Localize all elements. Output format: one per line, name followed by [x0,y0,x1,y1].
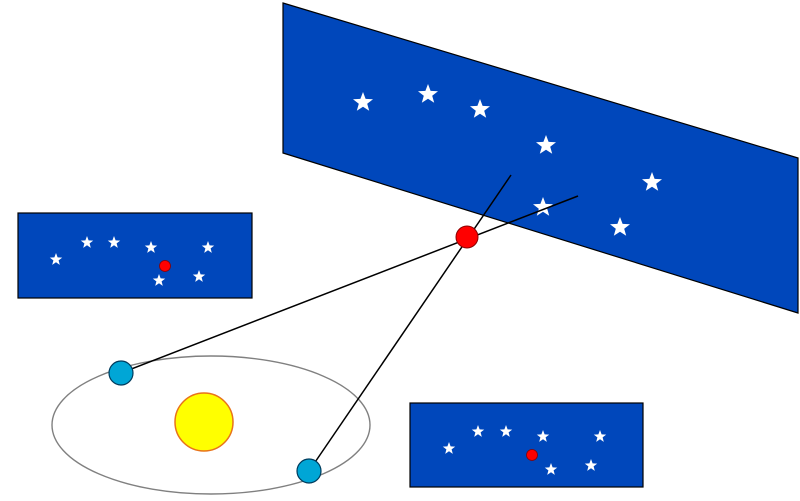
star-icon [144,241,158,253]
left-view-near-star-dot [159,260,171,272]
background-sky-panel [282,2,799,314]
right-view-near-star-dot [526,449,538,461]
star-icon [544,463,558,475]
sight-line-from-right-earth [308,174,512,472]
star-icon [201,241,215,253]
star-icon [533,197,553,216]
star-icon [499,425,513,437]
star-icon [418,84,438,103]
star-icon [470,99,490,118]
star-icon [536,135,556,154]
earth-orbit [51,355,371,495]
star-icon [610,217,630,236]
star-icon [49,253,63,265]
star-icon [353,92,373,111]
earth-position-left-icon [108,360,134,386]
star-icon [593,430,607,442]
star-icon [80,236,94,248]
background-star-field [353,84,662,236]
view-from-right-panel [409,402,644,488]
star-icon [442,442,456,454]
star-icon [471,425,485,437]
star-icon [107,236,121,248]
star-icon [192,270,206,282]
star-icon [642,172,662,191]
right-view-stars [442,425,607,475]
sun-icon [174,392,234,452]
star-icon [152,274,166,286]
view-from-left-panel [17,212,253,299]
star-icon [584,459,598,471]
earth-position-right-icon [296,458,322,484]
near-star-icon [455,225,479,249]
sight-line-from-left-earth [120,195,579,374]
left-view-stars [49,236,215,286]
star-icon [536,430,550,442]
